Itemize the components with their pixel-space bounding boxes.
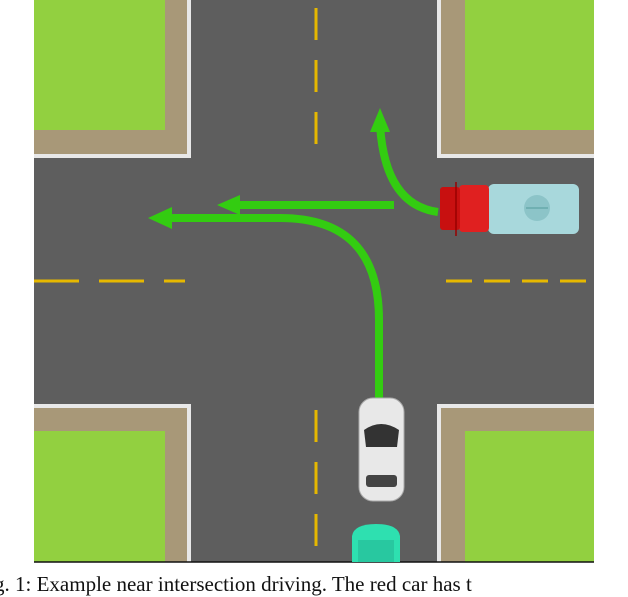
corner-bottom-left <box>34 404 191 562</box>
arrow-heads <box>148 108 390 229</box>
center-lane-dashes <box>34 0 594 562</box>
red-truck <box>440 182 579 236</box>
arrow-head-left <box>148 207 172 229</box>
corner-bottom-right <box>437 404 594 562</box>
right-turn-path <box>376 124 439 216</box>
white-car <box>358 397 405 502</box>
teal-car <box>352 524 400 562</box>
figure-caption: g. 1: Example near intersection driving.… <box>0 572 472 596</box>
trajectory-arrows <box>165 124 439 398</box>
left-turn-path <box>165 214 383 398</box>
arrow-head-left-2 <box>217 195 240 215</box>
corner-top-right <box>437 0 594 158</box>
arrow-head-up <box>370 108 390 132</box>
corner-top-left <box>34 0 191 158</box>
